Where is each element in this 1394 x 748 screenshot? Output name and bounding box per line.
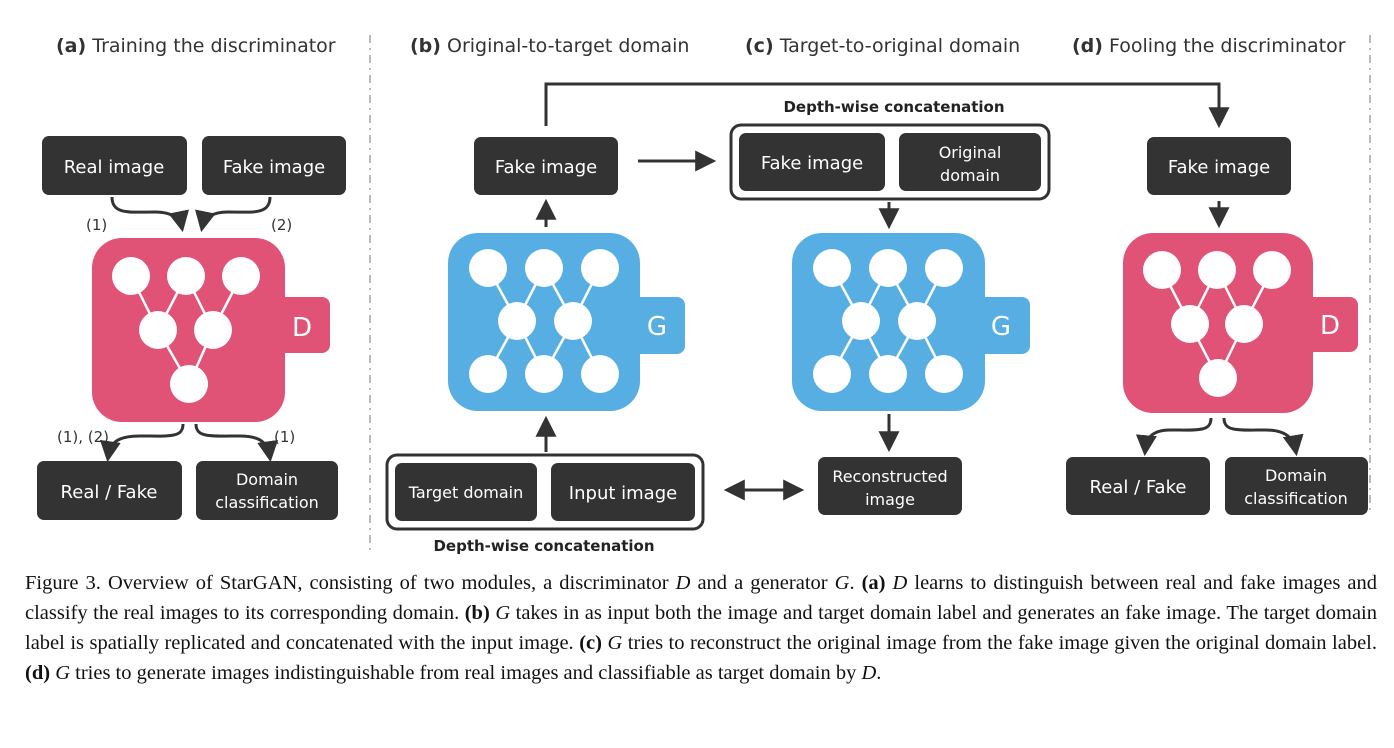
- d-domain-line2: classification: [1244, 489, 1348, 508]
- panel-c: Depth-wise concatenation Fake image Orig…: [729, 98, 1051, 515]
- real-image-box: [42, 136, 187, 195]
- label-1-2: (1), (2): [57, 428, 109, 446]
- label-1: (1): [86, 216, 107, 234]
- discriminator-tab: [270, 297, 330, 353]
- d-real-fake-box: [1066, 457, 1210, 515]
- target-domain-box: [395, 463, 537, 521]
- b-concat-frame: [385, 453, 705, 531]
- arrow-real-to-d: [110, 196, 189, 233]
- label-2: (2): [271, 216, 292, 234]
- discriminator-tab-d: [1298, 297, 1358, 352]
- c-concat-frame: [729, 123, 1051, 201]
- g-nodes-b: [469, 249, 619, 393]
- original-domain-box: [899, 133, 1041, 191]
- stargan-diagram: (a) Training the discriminator (b) Origi…: [37, 35, 1371, 555]
- d-fake-image-box: [1147, 137, 1291, 195]
- c-fake-image-box: [739, 133, 885, 191]
- arrow-dnet-to-domain: [1222, 417, 1304, 457]
- c-fake-image-label: Fake image: [761, 153, 863, 174]
- d-letter-d: D: [1320, 311, 1340, 341]
- fake-image-box: [202, 136, 346, 195]
- original-domain-line1: Original: [939, 143, 1002, 162]
- input-image-label: Input image: [569, 483, 677, 504]
- fake-image-label: Fake image: [223, 157, 325, 178]
- real-fake-output-label: Real / Fake: [61, 482, 158, 503]
- g-letter-b: G: [647, 312, 667, 342]
- d-letter: D: [292, 313, 312, 343]
- domain-label-line2: classification: [215, 493, 319, 512]
- arrow-d-to-domain: [194, 423, 279, 463]
- panel-d: Fake image D Real / Fake Domain classifi…: [1066, 137, 1368, 515]
- generator-tab-b: [625, 297, 685, 354]
- d-fake-image-label: Fake image: [1168, 157, 1270, 178]
- b-fake-image-box: [474, 137, 618, 195]
- recon-line2: image: [865, 490, 915, 509]
- c-concat-label: Depth-wise concatenation: [783, 98, 1004, 116]
- b-concat-label: Depth-wise concatenation: [433, 537, 654, 555]
- domain-classification-box: [196, 461, 338, 520]
- panel-a: Real image Fake image (1) (2) D (: [37, 136, 346, 520]
- original-domain-line2: domain: [940, 166, 1000, 185]
- input-image-box: [551, 463, 695, 521]
- arrow-fake-to-d: [195, 196, 272, 233]
- d-nodes-d: [1143, 251, 1291, 397]
- panel-b: Fake image G Target do: [385, 137, 705, 555]
- reconstructed-image-box: [818, 457, 962, 515]
- arrow-d-to-realfake: [99, 423, 185, 463]
- arrow-dnet-to-realfake: [1135, 417, 1213, 457]
- arrow-fake-to-d-top: [544, 82, 1230, 129]
- g-nodes-c: [813, 249, 963, 393]
- label-1b: (1): [274, 428, 295, 446]
- panel-d-title: (d) Fooling the discriminator: [1072, 35, 1346, 57]
- g-letter-c: G: [991, 312, 1011, 342]
- b-fake-image-label: Fake image: [495, 157, 597, 178]
- generator-tab-c: [970, 297, 1030, 354]
- real-image-label: Real image: [64, 157, 165, 178]
- recon-line1: Reconstructed: [832, 467, 947, 486]
- figure-caption: Figure 3. Overview of StarGAN, consistin…: [25, 572, 1378, 684]
- domain-label-line1: Domain: [236, 470, 298, 489]
- target-domain-label: Target domain: [408, 483, 524, 502]
- d-domain-line1: Domain: [1265, 466, 1327, 485]
- real-fake-output-box: [37, 461, 182, 520]
- panel-a-title: (a) Training the discriminator: [56, 35, 336, 57]
- d-domain-classification-box: [1225, 457, 1368, 515]
- d-nodes: [112, 257, 260, 403]
- panel-c-title: (c) Target-to-original domain: [745, 35, 1020, 57]
- d-real-fake-label: Real / Fake: [1090, 477, 1187, 498]
- panel-b-title: (b) Original-to-target domain: [410, 35, 689, 57]
